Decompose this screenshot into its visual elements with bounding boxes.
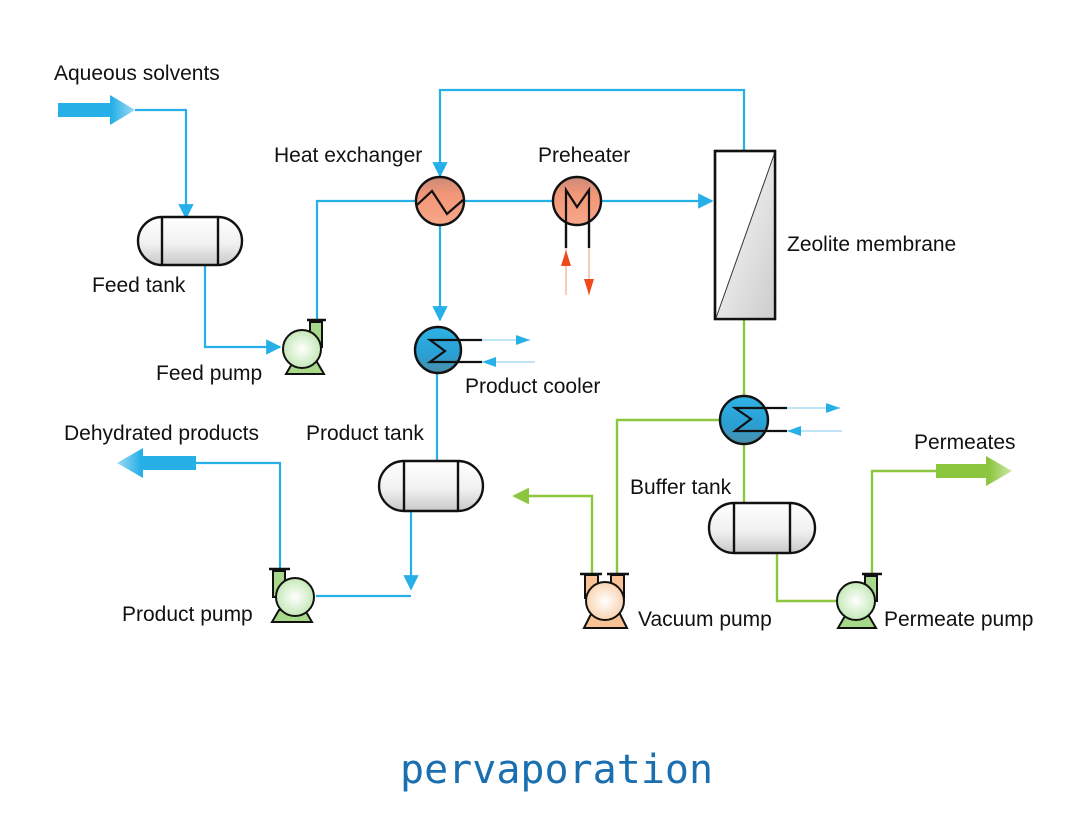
heating-in-arrow-icon [561,250,571,266]
feed-tank[interactable] [136,215,244,267]
permeate-cooler[interactable] [718,394,787,446]
label-product-cooler: Product cooler [465,375,600,398]
coolant-in-arrow-icon [787,426,801,436]
permeate-pump[interactable] [836,572,882,629]
heat-exchanger-zigzag-icon [416,189,464,216]
buffer-tank[interactable] [707,501,817,555]
label-product-tank: Product tank [306,422,424,445]
label-permeates: Permeates [914,431,1016,454]
heating-out-arrow-icon [584,279,594,295]
pipe-permeate-pump-to-outlet [870,469,936,576]
label-buffer-tank: Buffer tank [630,476,732,499]
heat-exchanger[interactable] [414,175,466,227]
label-zeolite-membrane: Zeolite membrane [787,233,956,256]
aqueous-solvents-inlet-arrow-icon [58,95,135,125]
label-permeate-pump: Permeate pump [884,608,1033,631]
label-product-pump: Product pump [122,603,253,626]
preheater-coil-icon [564,186,591,222]
pipe-vacuum-pump-exhaust [512,487,594,574]
cooling-water-lines [482,335,842,436]
pipe-product-pump-to-outlet [196,461,282,574]
permeate-line [512,320,936,603]
pipe-buffer-tank-to-permeate-pump [775,554,838,603]
pipe-inlet-to-feed-tank [135,108,194,220]
permeate-cooler-sigma-icon [731,406,787,433]
heating-medium-lines [561,220,594,295]
label-preheater: Preheater [538,144,630,167]
coolant-in-arrow-icon [482,357,496,367]
label-feed-pump: Feed pump [156,362,262,385]
product-tank[interactable] [377,459,485,513]
product-cooler-sigma-icon [426,338,482,364]
zeolite-membrane-module[interactable] [713,149,777,321]
product-cooler[interactable] [413,325,482,375]
feed-pump[interactable] [282,318,326,375]
label-vacuum-pump: Vacuum pump [638,608,772,631]
pipe-feed-tank-to-feed-pump [203,266,282,355]
product-pump[interactable] [269,567,315,623]
vacuum-pump[interactable] [580,572,629,629]
label-feed-tank: Feed tank [92,274,186,297]
label-aqueous-solvents: Aqueous solvents [54,62,220,85]
label-heat-exchanger: Heat exchanger [274,144,422,167]
pipe-cooler-to-vacuum-pump [615,418,720,574]
diagram-title: pervaporation [400,747,713,793]
pipe-retentate-loop [432,88,746,178]
pipe-feed-pump-to-heat-exchanger [315,199,417,322]
preheater[interactable] [551,175,603,227]
coolant-out-arrow-icon [516,335,530,345]
permeates-outlet-arrow-icon [936,456,1012,486]
label-dehydrated-products: Dehydrated products [64,422,259,445]
feed-line [135,88,746,598]
coolant-out-arrow-icon [826,403,840,413]
dehydrated-products-outlet-arrow-icon [117,448,196,478]
